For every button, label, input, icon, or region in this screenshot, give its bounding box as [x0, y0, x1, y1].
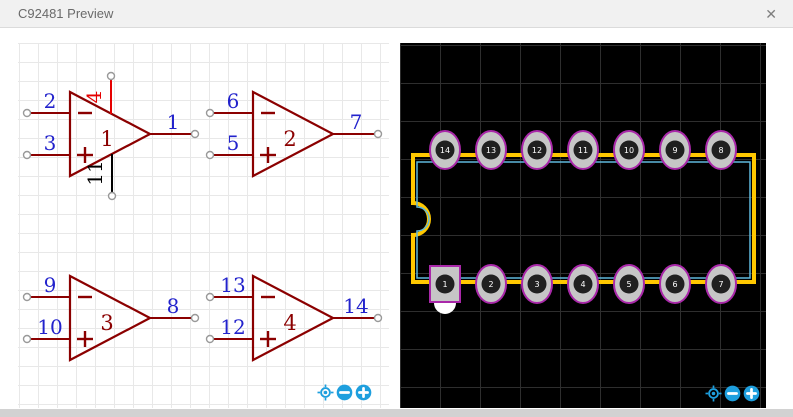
pad-13: 13: [475, 130, 507, 170]
svg-text:3: 3: [100, 311, 113, 335]
svg-text:8: 8: [167, 294, 180, 318]
svg-text:6: 6: [227, 89, 240, 113]
svg-text:3: 3: [534, 280, 539, 289]
svg-text:10: 10: [624, 146, 634, 155]
svg-text:4: 4: [283, 311, 296, 335]
svg-text:2: 2: [283, 127, 296, 151]
zoom-in-icon[interactable]: [355, 384, 372, 401]
opamp-symbol-2: 6 5 7 2: [205, 89, 383, 178]
svg-text:3: 3: [44, 131, 57, 155]
zoom-out-icon[interactable]: [336, 384, 353, 401]
window-bottom-strip: [0, 409, 793, 417]
svg-text:12: 12: [532, 146, 542, 155]
svg-text:7: 7: [718, 280, 723, 289]
svg-text:11: 11: [578, 146, 588, 155]
close-icon[interactable]: ✕: [765, 6, 777, 22]
pad-5: 5: [613, 264, 645, 304]
svg-text:9: 9: [672, 146, 677, 155]
svg-text:12: 12: [220, 315, 245, 339]
assembly-outline: [416, 161, 751, 279]
svg-text:13: 13: [220, 273, 245, 297]
footprint-zoom-controls: [705, 385, 760, 402]
svg-text:2: 2: [44, 89, 57, 113]
svg-text:1: 1: [167, 110, 180, 134]
svg-text:14: 14: [343, 294, 368, 318]
schematic-zoom-controls: [317, 384, 372, 401]
pad-8: 8: [705, 130, 737, 170]
svg-text:7: 7: [350, 110, 363, 134]
locate-icon[interactable]: [317, 384, 334, 401]
pad-9: 9: [659, 130, 691, 170]
svg-text:5: 5: [626, 280, 631, 289]
pad-7: 7: [705, 264, 737, 304]
opamp-symbol-3: 9 10 8 3: [22, 273, 200, 362]
zoom-out-icon[interactable]: [724, 385, 741, 402]
pad-1: 1: [429, 265, 461, 314]
dialog-titlebar: C92481 Preview ✕: [0, 0, 793, 28]
dialog-title: C92481 Preview: [18, 6, 114, 21]
svg-text:13: 13: [486, 146, 496, 155]
svg-text:9: 9: [44, 273, 57, 297]
svg-text:2: 2: [488, 280, 493, 289]
zoom-in-icon[interactable]: [743, 385, 760, 402]
svg-text:14: 14: [440, 146, 450, 155]
svg-text:11: 11: [83, 160, 107, 185]
silkscreen-outline: [411, 153, 756, 284]
svg-text:1: 1: [100, 127, 113, 151]
pad-4: 4: [567, 264, 599, 304]
svg-text:10: 10: [37, 315, 62, 339]
locate-icon[interactable]: [705, 385, 722, 402]
pad-2: 2: [475, 264, 507, 304]
svg-text:8: 8: [718, 146, 723, 155]
pad-14: 14: [429, 130, 461, 170]
svg-text:4: 4: [580, 280, 585, 289]
svg-text:5: 5: [227, 131, 240, 155]
svg-text:6: 6: [672, 280, 677, 289]
pad-10: 10: [613, 130, 645, 170]
svg-text:4: 4: [82, 91, 106, 104]
pad-11: 11: [567, 130, 599, 170]
svg-text:1: 1: [442, 280, 447, 289]
pin1-marker: [434, 303, 456, 314]
pad-6: 6: [659, 264, 691, 304]
pad-3: 3: [521, 264, 553, 304]
pad-12: 12: [521, 130, 553, 170]
opamp-symbol-4: 13 12 14 4: [205, 273, 383, 362]
